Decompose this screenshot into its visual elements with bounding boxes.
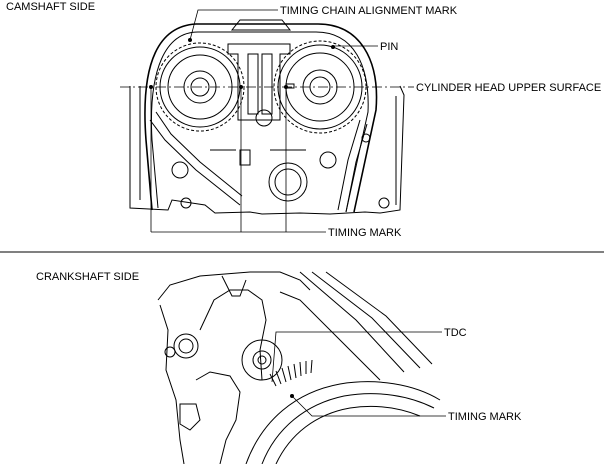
crankshaft-section-title: CRANKSHAFT SIDE bbox=[36, 271, 139, 283]
camshaft-timing-mark-leader bbox=[150, 87, 326, 233]
pin-label: PIN bbox=[380, 41, 398, 53]
crankshaft-timing-mark-leader bbox=[291, 395, 446, 417]
alignment-mark-label: TIMING CHAIN ALIGNMENT MARK bbox=[280, 5, 458, 17]
cylinder-head-label: CYLINDER HEAD UPPER SURFACE bbox=[416, 82, 601, 94]
tdc-label: TDC bbox=[444, 327, 467, 339]
camshaft-illustration bbox=[129, 19, 405, 215]
crankshaft-timing-mark-label: TIMING MARK bbox=[448, 411, 522, 423]
camshaft-timing-mark-label: TIMING MARK bbox=[328, 227, 402, 239]
tdc-leader bbox=[271, 331, 442, 383]
crankshaft-illustration bbox=[157, 271, 441, 465]
camshaft-section-title: CAMSHAFT SIDE bbox=[6, 1, 95, 13]
alignment-mark-leader bbox=[189, 9, 278, 41]
